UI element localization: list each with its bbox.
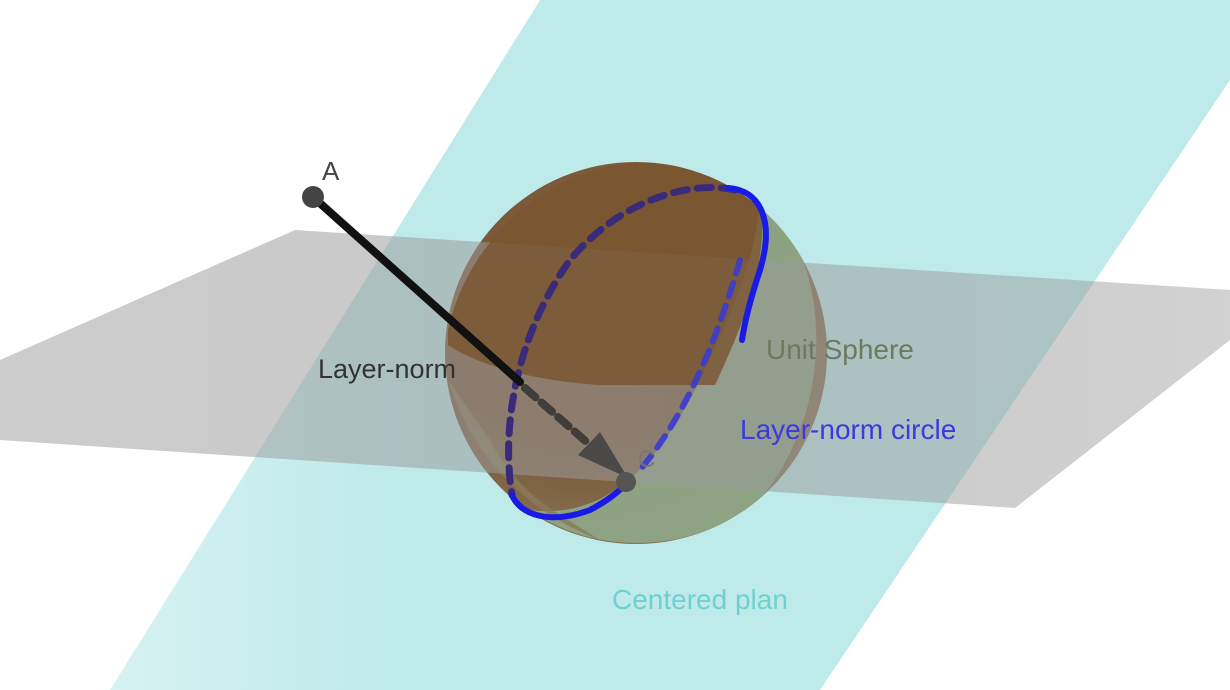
layer-norm-vector-hidden: [521, 384, 594, 449]
layer-norm-circle-hidden-lower: [637, 257, 743, 473]
label-point-a: A: [322, 156, 340, 186]
label-unit-sphere: Unit Sphere: [766, 334, 914, 365]
layer-norm-circle: [725, 185, 769, 343]
sphere-upper-cap: [448, 163, 763, 385]
label-centered-plan: Centered plan: [612, 584, 788, 615]
point-a[interactable]: [302, 186, 324, 208]
layer-norm-vector: [309, 193, 524, 386]
layer-norm-circle-bottom: [509, 481, 629, 521]
layer-norm-circle-hidden: [505, 184, 739, 499]
label-layer-norm: Layer-norm: [318, 354, 456, 384]
point-c[interactable]: [616, 472, 636, 492]
vector-arrowhead: [578, 432, 628, 478]
label-point-c: C: [638, 446, 655, 473]
label-layer-norm-circle: Layer-norm circle: [740, 414, 956, 445]
